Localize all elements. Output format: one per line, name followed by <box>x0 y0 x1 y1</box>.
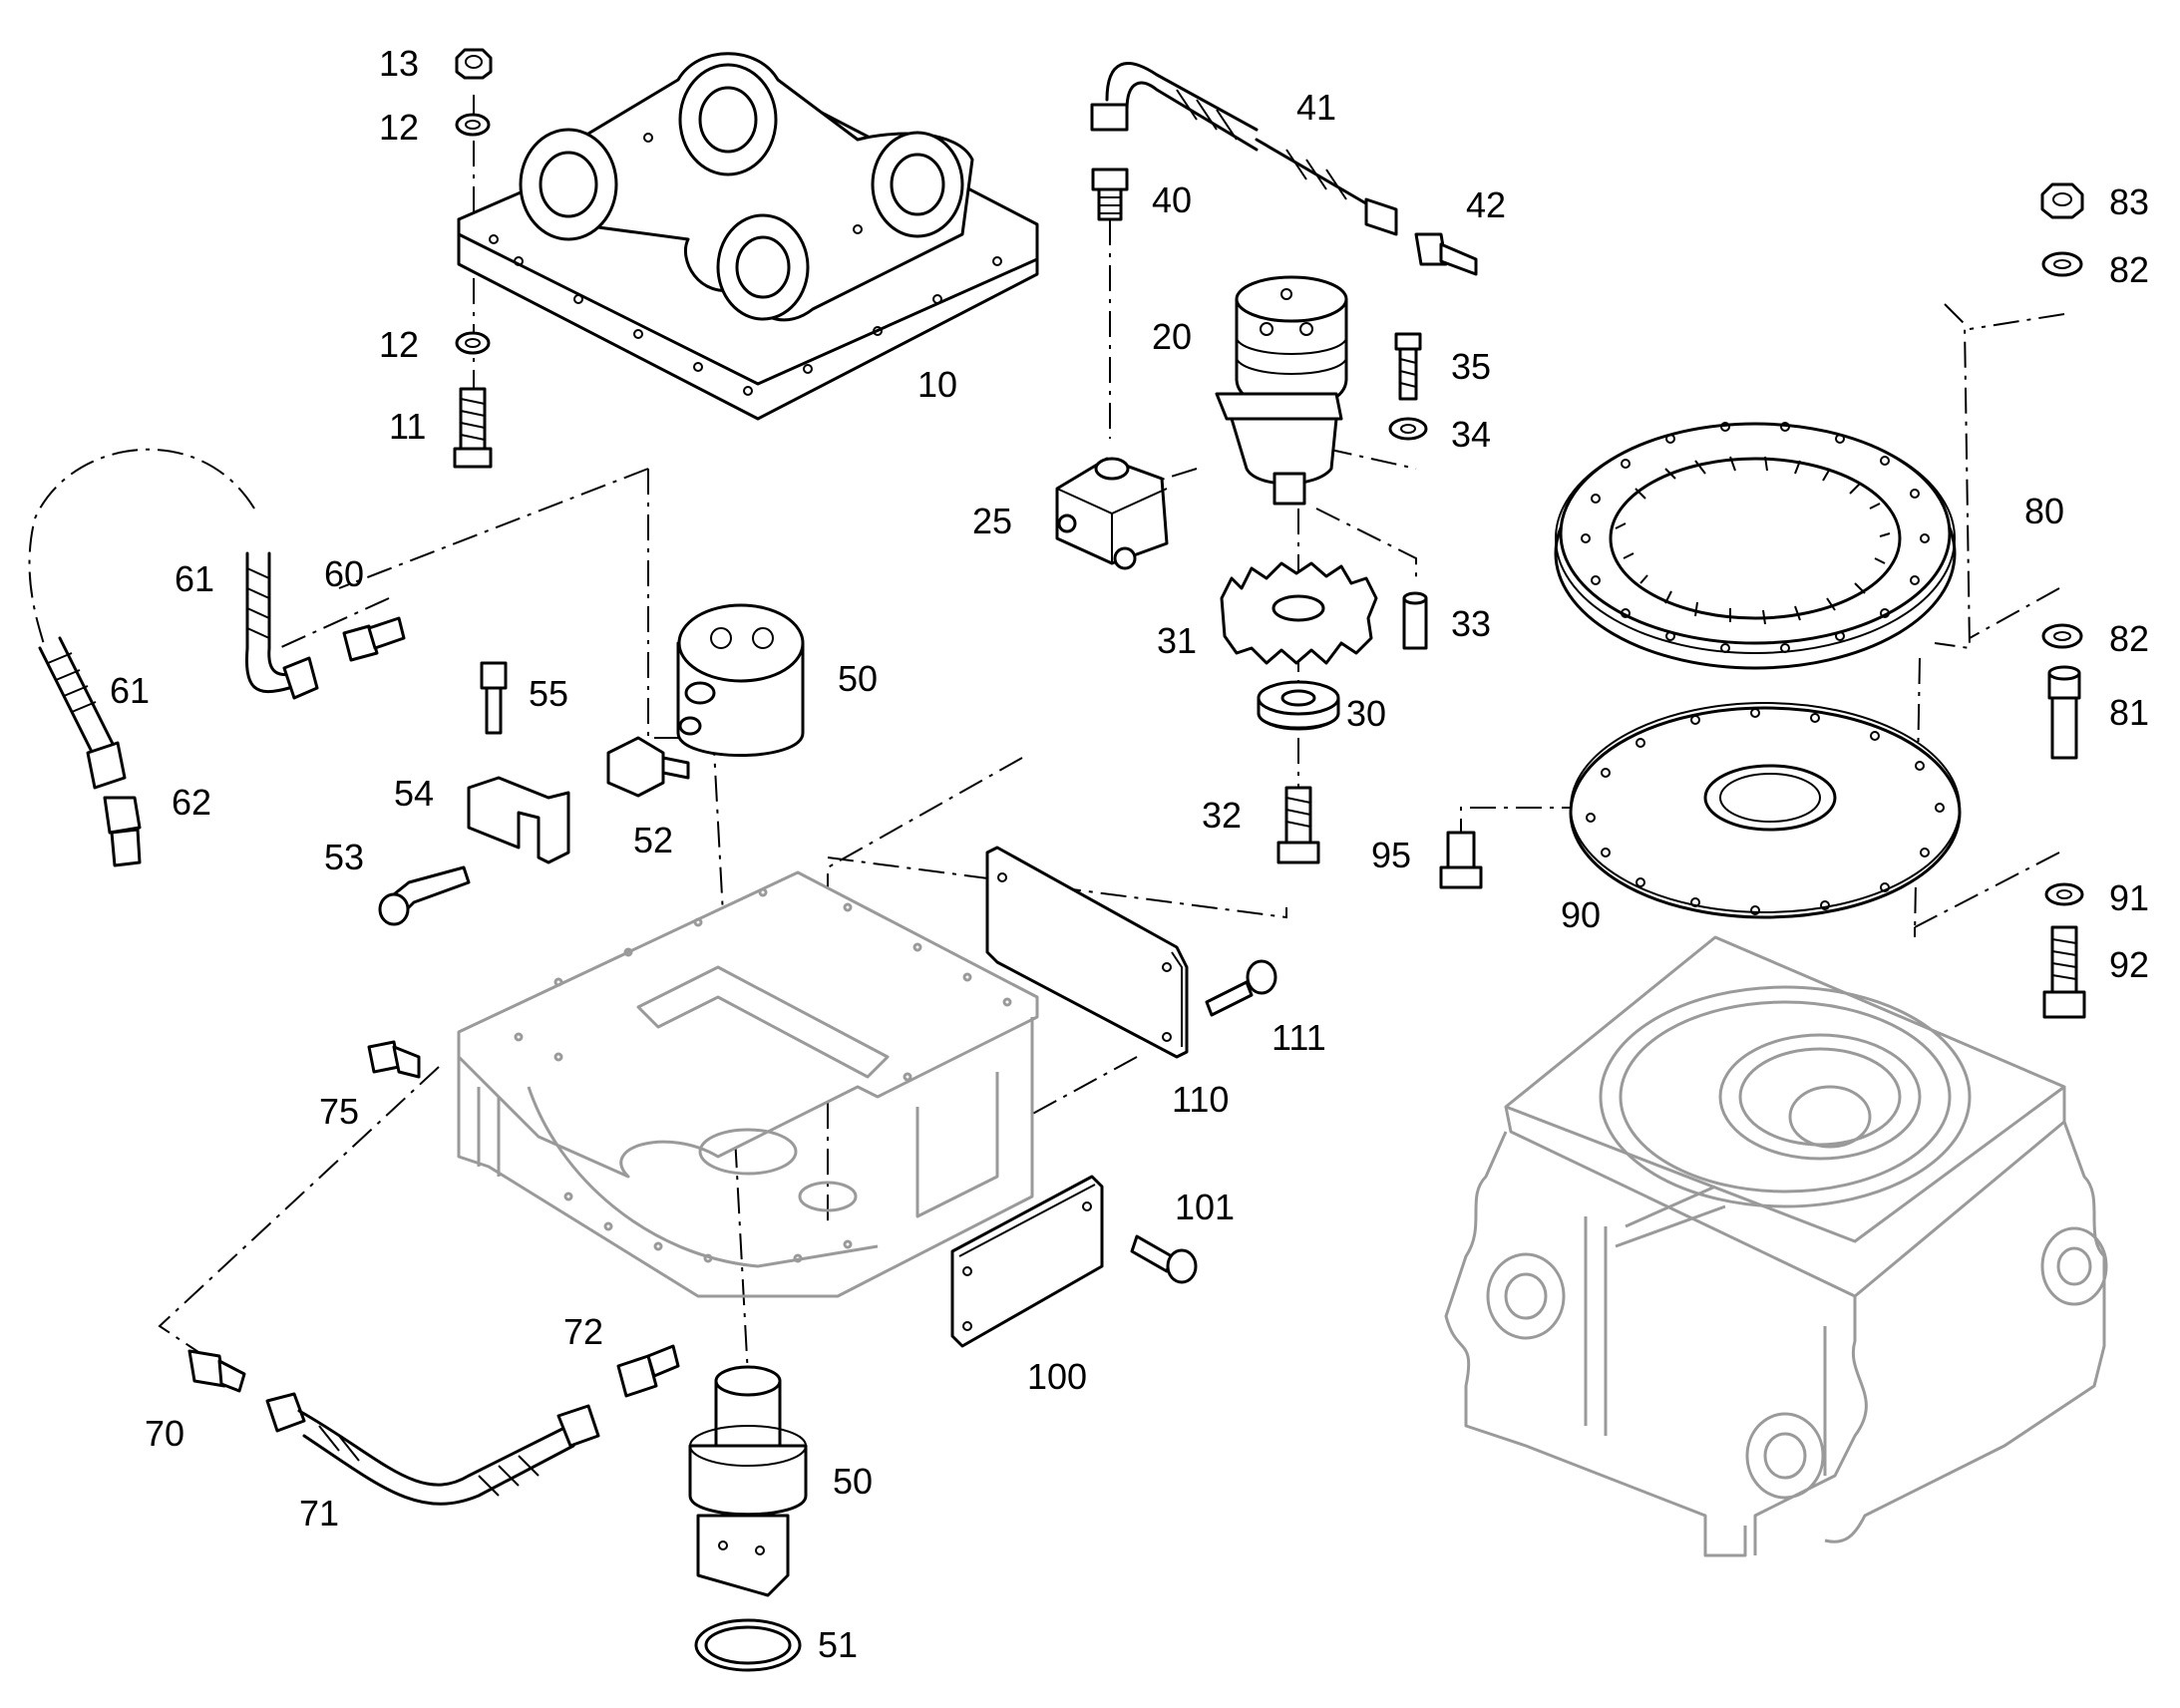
washer-91-icon <box>2044 882 2084 906</box>
label-41: 41 <box>1296 87 1336 128</box>
pinion-gear-31-part <box>1220 561 1378 665</box>
label-111: 111 <box>1272 1017 1326 1058</box>
label-35: 35 <box>1451 346 1491 387</box>
label-52: 52 <box>633 820 673 860</box>
label-75: 75 <box>319 1091 359 1132</box>
fitting-40-icon <box>1091 168 1129 221</box>
label-10: 10 <box>917 364 957 405</box>
label-11: 11 <box>389 406 426 447</box>
cover-plate-100-part <box>950 1175 1104 1348</box>
label-25: 25 <box>972 501 1012 541</box>
fitting-75-icon <box>367 1040 421 1079</box>
label-42: 42 <box>1466 184 1506 225</box>
bolt-35-icon <box>1394 332 1422 401</box>
bolt-32-icon <box>1276 786 1320 864</box>
label-92: 92 <box>2109 944 2149 985</box>
label-60: 60 <box>324 553 364 594</box>
pin-52-icon <box>606 736 690 798</box>
spacer-30-icon <box>1257 680 1340 731</box>
label-12: 12 <box>379 107 419 148</box>
seal-ring-51-icon <box>694 1618 802 1672</box>
hose-41-part <box>1090 62 1398 236</box>
rotary-joint-upper-part <box>676 603 805 757</box>
base-disk-90-part <box>1569 702 1962 919</box>
assembly-leader-lines <box>28 95 2065 1377</box>
label-83: 83 <box>2109 181 2149 222</box>
nut-83-icon <box>2040 182 2084 219</box>
label-13: 13 <box>379 43 419 84</box>
label-91: 91 <box>2109 877 2149 918</box>
fitting-42-icon <box>1414 232 1478 276</box>
valve-block-part <box>1055 457 1169 570</box>
label-31: 31 <box>1157 620 1197 661</box>
bolt-92-icon <box>2042 925 2086 1019</box>
label-72: 72 <box>563 1311 603 1352</box>
swing-motor-part <box>1215 275 1348 506</box>
screw-101-icon <box>1130 1234 1198 1284</box>
label-95: 95 <box>1371 835 1411 875</box>
pin-33-icon <box>1402 591 1428 650</box>
label-53: 53 <box>324 837 364 877</box>
rotary-joint-lower-part <box>688 1365 808 1597</box>
label-30: 30 <box>1346 693 1386 734</box>
label-71: 71 <box>299 1493 339 1534</box>
label-110: 110 <box>1172 1079 1229 1120</box>
turret-housing-ghost <box>1444 935 2108 1557</box>
label-20: 20 <box>1152 316 1192 357</box>
bracket-54-icon <box>467 776 570 864</box>
mounting-bracket-part <box>457 52 1039 421</box>
part-number-labels: 13 12 12 11 10 41 40 42 20 35 34 25 31 3… <box>110 43 2149 1665</box>
screw-111-icon <box>1205 959 1277 1017</box>
washer-82-icon <box>2041 251 2083 649</box>
slewing-ring-80-part <box>1554 422 1957 670</box>
label-101: 101 <box>1175 1187 1235 1227</box>
washer-12-icon <box>455 113 491 355</box>
fitting-60-icon <box>342 616 406 662</box>
label-81: 81 <box>2109 692 2149 733</box>
label-34: 34 <box>1451 414 1491 455</box>
label-90: 90 <box>1561 894 1601 935</box>
label-82: 82 <box>2109 618 2149 659</box>
label-55: 55 <box>529 673 568 714</box>
hose-61-right-part <box>245 551 319 700</box>
label-50: 50 <box>838 658 878 699</box>
label-70: 70 <box>145 1413 184 1454</box>
nut-13-icon <box>455 48 493 80</box>
label-51: 51 <box>818 1624 858 1665</box>
label-54: 54 <box>394 773 434 814</box>
bolt-95-icon <box>1439 831 1483 889</box>
hose-71-part <box>265 1392 600 1506</box>
bolt-11-icon <box>453 387 493 469</box>
base-frame-ghost <box>457 870 1039 1298</box>
label-32: 32 <box>1202 795 1242 836</box>
label-82: 82 <box>2109 249 2149 290</box>
washer-34-icon <box>1388 417 1428 441</box>
fitting-70-icon <box>187 1349 246 1393</box>
label-61: 61 <box>175 558 214 599</box>
hose-61-left-part <box>38 636 127 790</box>
fitting-62-icon <box>103 796 142 867</box>
label-50: 50 <box>833 1461 873 1502</box>
label-40: 40 <box>1152 179 1192 220</box>
label-33: 33 <box>1451 603 1491 644</box>
label-62: 62 <box>172 782 211 823</box>
fitting-72-icon <box>616 1344 680 1398</box>
bolt-81-icon <box>2047 665 2081 760</box>
cover-plate-110-part <box>985 846 1189 1059</box>
label-61: 61 <box>110 670 150 711</box>
label-100: 100 <box>1027 1356 1087 1397</box>
label-12: 12 <box>379 324 419 365</box>
screw-55-icon <box>480 661 508 735</box>
screw-53-icon <box>378 865 471 926</box>
label-80: 80 <box>2024 491 2064 531</box>
